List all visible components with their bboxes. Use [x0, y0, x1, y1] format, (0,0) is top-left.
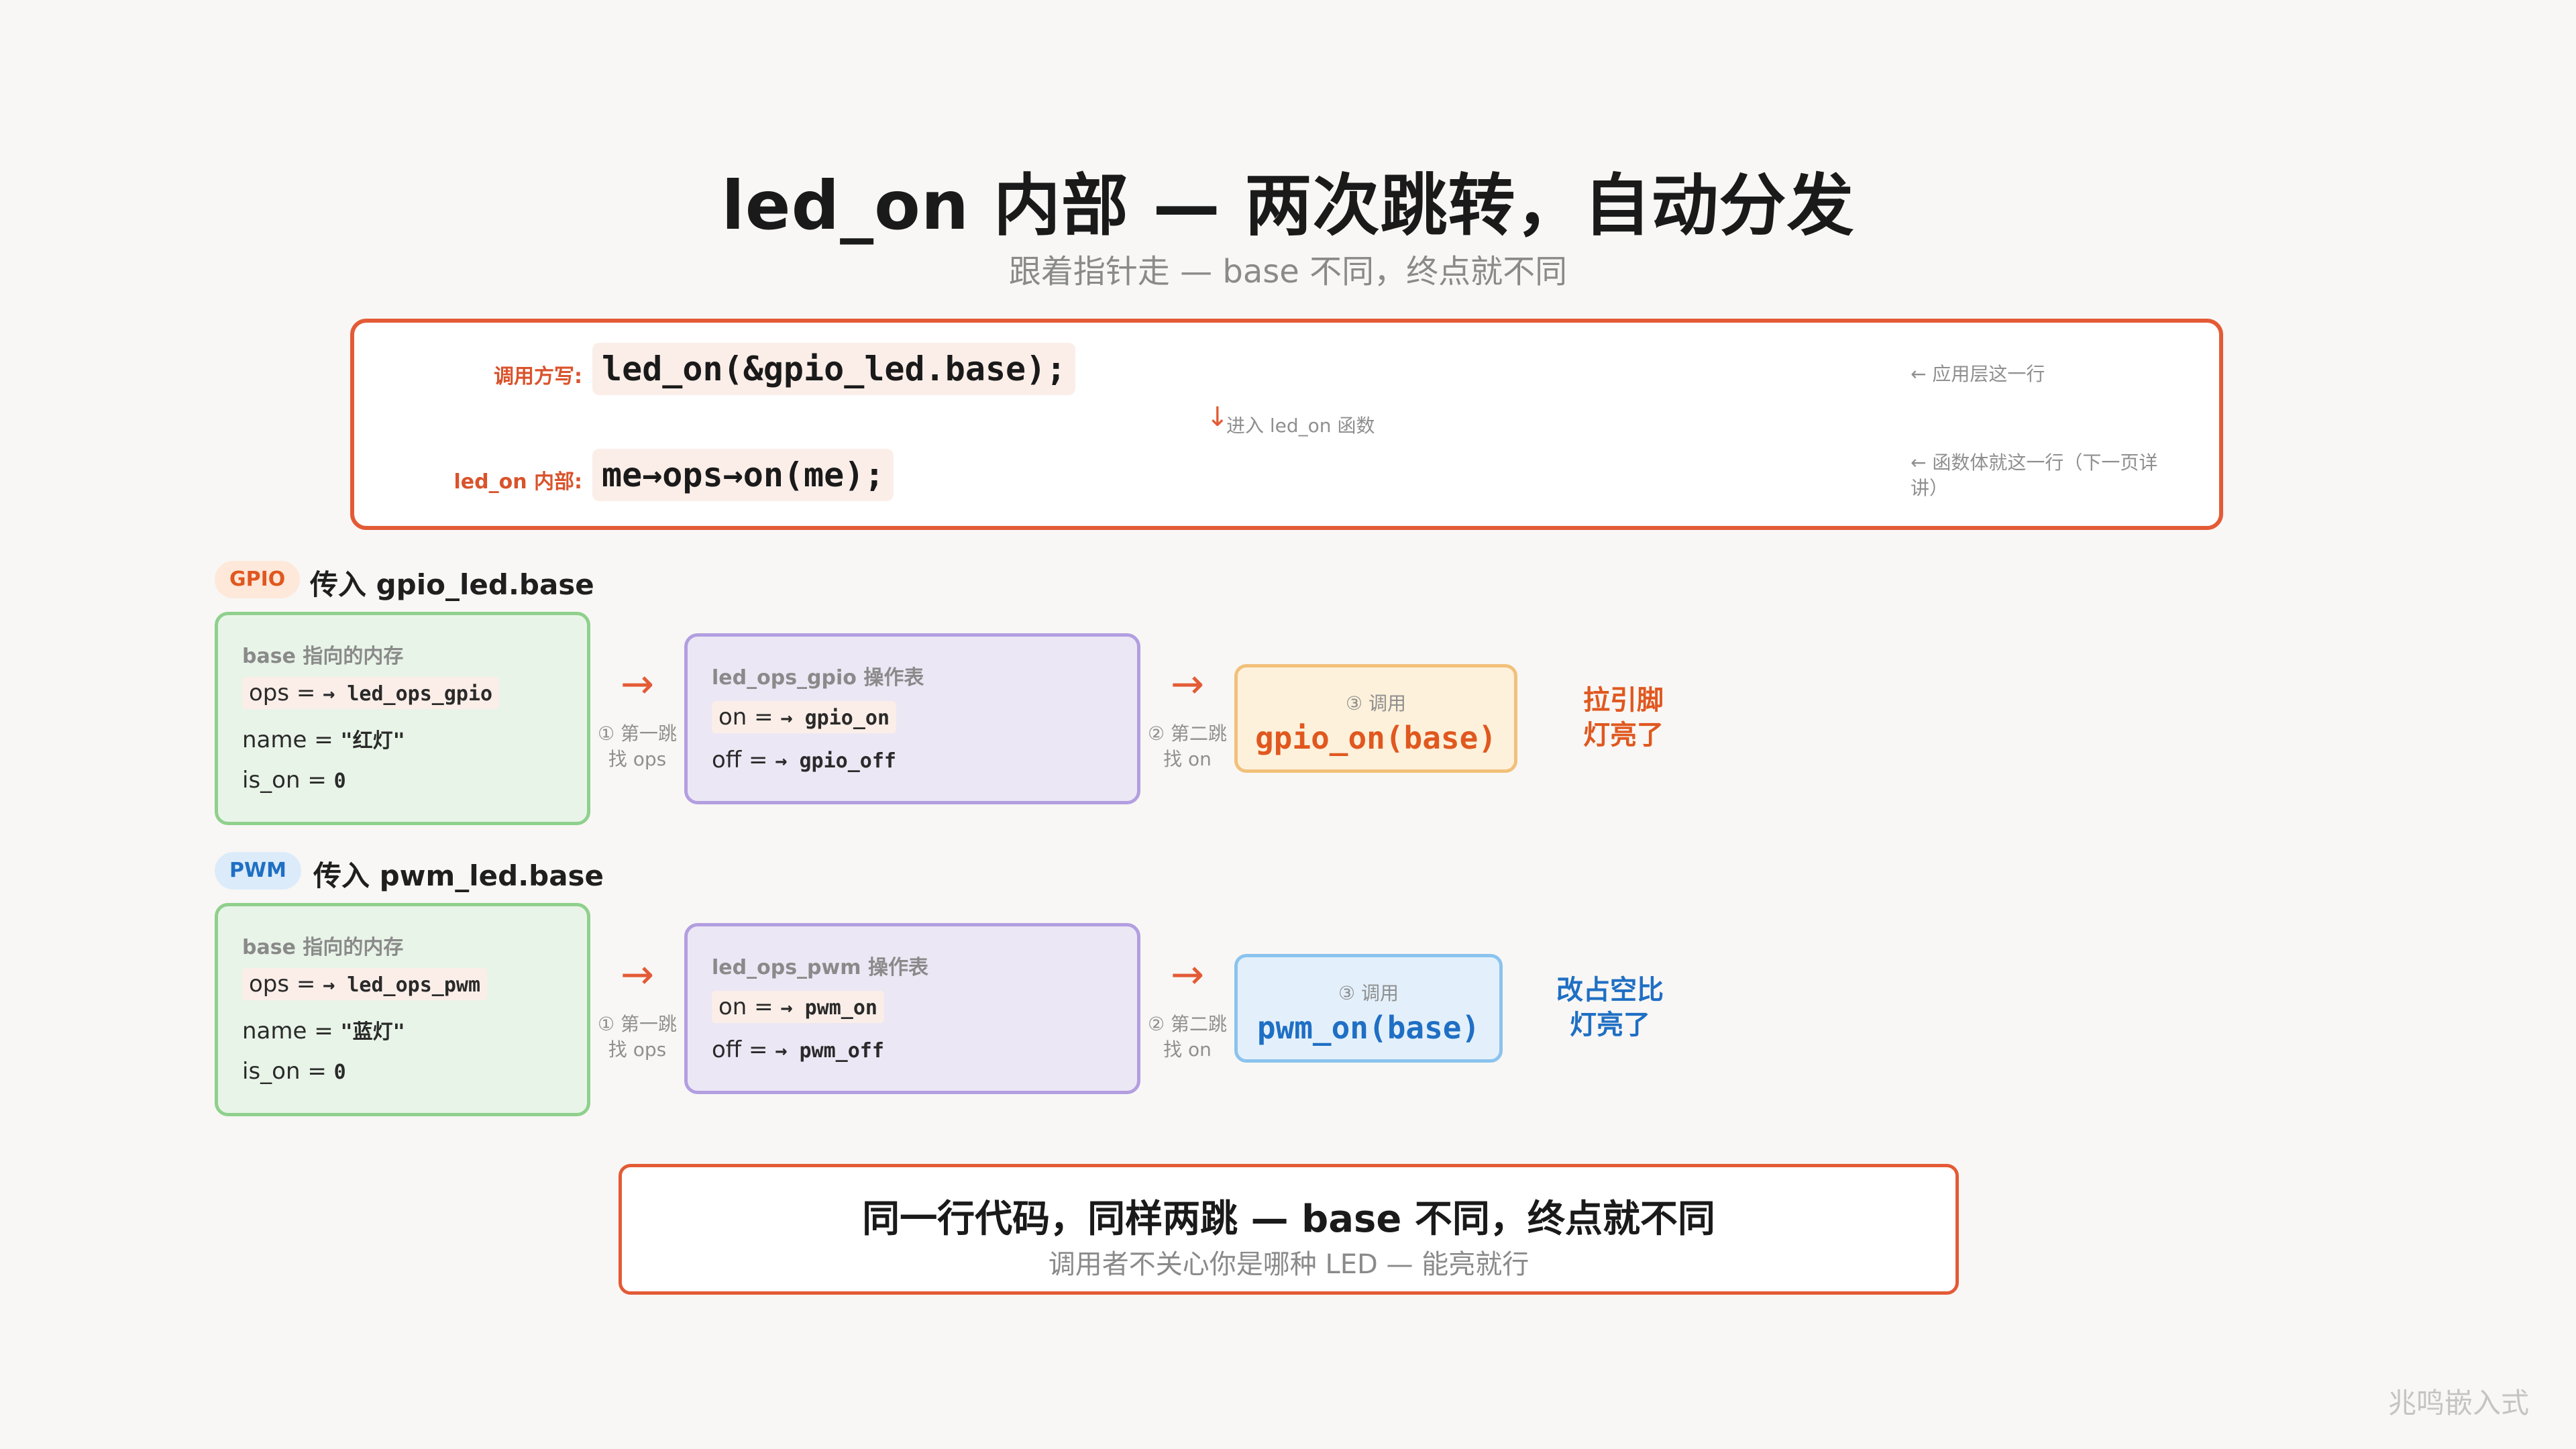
call-tag: ③ 调用	[1345, 692, 1406, 714]
hop1-arrow: →	[620, 951, 655, 998]
hop1-line-2: 找 ops	[608, 1038, 667, 1061]
result-line-1: 改占空比	[1556, 975, 1664, 1006]
watermark: 兆鸣嵌入式	[2387, 1387, 2529, 1419]
summary-main: 同一行代码，同样两跳 — base 不同，终点就不同	[862, 1197, 1715, 1241]
inner-label: led_on 内部:	[453, 470, 582, 494]
mem-field-ops: ops = → led_ops_gpio	[242, 677, 500, 709]
pwm-result: 改占空比 灯亮了	[1543, 973, 1677, 1042]
field-key: is_on =	[242, 767, 334, 794]
gpio-heading: 传入 gpio_led.base	[310, 568, 594, 601]
field-value: → pwm_on	[780, 996, 877, 1020]
pwm-tag: PWM	[215, 852, 301, 890]
hop2-line-1: ② 第二跳	[1147, 1013, 1227, 1035]
page-title: led_on 内部 — 两次跳转，自动分发	[721, 166, 1855, 245]
ops-field-on: on = → pwm_on	[712, 991, 884, 1023]
result-line-1: 拉引脚	[1583, 685, 1664, 716]
hop2-line-1: ② 第二跳	[1147, 722, 1227, 745]
ops-field-on: on = → gpio_on	[712, 701, 897, 733]
field-value: "红灯"	[340, 729, 405, 753]
field-key: is_on =	[242, 1058, 334, 1085]
gpio-memory-box: base 指向的内存 ops = → led_ops_gpio name = "…	[215, 612, 590, 825]
field-key: name =	[242, 1018, 341, 1044]
hop1-label: ① 第一跳 找 ops	[590, 1012, 684, 1063]
hop2-line-2: 找 on	[1163, 748, 1212, 770]
mem-field-is-on: is_on = 0	[242, 1058, 346, 1085]
hop2-arrow: →	[1170, 951, 1205, 998]
hop2-label: ② 第二跳 找 on	[1140, 721, 1234, 772]
call-tag: ③ 调用	[1338, 982, 1399, 1004]
call-note: ← 应用层这一行	[1911, 363, 2045, 385]
field-key: name =	[242, 727, 341, 753]
mem-field-is-on: is_on = 0	[242, 767, 346, 794]
field-value: → led_ops_pwm	[323, 973, 481, 997]
inner-note-line-1: ← 函数体就这一行（下一页详	[1911, 451, 2158, 474]
result-line-2: 灯亮了	[1570, 1010, 1650, 1040]
field-key: on =	[718, 994, 781, 1020]
pwm-ops-table: led_ops_pwm 操作表 on = → pwm_on off = → pw…	[684, 923, 1140, 1094]
summary-sub: 调用者不关心你是哪种 LED — 能亮就行	[1048, 1249, 1529, 1280]
ops-title: led_ops_pwm 操作表	[712, 956, 928, 979]
mem-title: base 指向的内存	[242, 645, 404, 668]
field-value: → pwm_off	[775, 1039, 884, 1063]
result-line-2: 灯亮了	[1583, 720, 1664, 751]
hop1-line-2: 找 ops	[608, 748, 667, 770]
mem-title: base 指向的内存	[242, 936, 404, 959]
inner-note-line-2: 讲）	[1911, 477, 1949, 499]
hop2-line-2: 找 on	[1163, 1038, 1212, 1061]
field-key: ops =	[249, 971, 323, 998]
hop1-label: ① 第一跳 找 ops	[590, 721, 684, 772]
enter-note: 进入 led_on 函数	[1226, 415, 1375, 437]
summary-box: 同一行代码，同样两跳 — base 不同，终点就不同 调用者不关心你是哪种 LE…	[619, 1164, 1959, 1295]
hop1-line-1: ① 第一跳	[597, 722, 677, 745]
field-value: 0	[333, 1061, 346, 1084]
inner-note: ← 函数体就这一行（下一页详 讲）	[1911, 450, 2179, 501]
mem-field-ops: ops = → led_ops_pwm	[242, 968, 488, 1000]
pwm-call-box: ③ 调用 pwm_on(base)	[1234, 954, 1503, 1063]
gpio-ops-table: led_ops_gpio 操作表 on = → gpio_on off = → …	[684, 633, 1140, 804]
call-code: led_on(&gpio_led.base);	[592, 343, 1076, 395]
field-value: → led_ops_gpio	[323, 682, 493, 706]
field-key: on =	[718, 704, 781, 731]
field-key: ops =	[249, 680, 323, 706]
ops-field-off: off = → gpio_off	[712, 747, 896, 773]
ops-field-off: off = → pwm_off	[712, 1036, 884, 1063]
inner-code: me→ops→on(me);	[592, 449, 894, 501]
pwm-heading: 传入 pwm_led.base	[313, 859, 604, 892]
page-subtitle: 跟着指针走 — base 不同，终点就不同	[1008, 253, 1568, 290]
call-function: gpio_on(base)	[1254, 720, 1497, 756]
pwm-memory-box: base 指向的内存 ops = → led_ops_pwm name = "蓝…	[215, 903, 590, 1116]
hop2-arrow: →	[1170, 661, 1205, 708]
enter-arrow: ↓	[1206, 402, 1229, 433]
field-value: → gpio_on	[780, 706, 890, 730]
mem-field-name: name = "蓝灯"	[242, 1015, 405, 1044]
field-value: 0	[333, 769, 346, 793]
mem-field-name: name = "红灯"	[242, 724, 405, 753]
call-label: 调用方写:	[494, 365, 582, 388]
hop1-arrow: →	[620, 661, 655, 708]
field-key: off =	[712, 747, 775, 773]
call-function: pwm_on(base)	[1256, 1010, 1481, 1046]
field-value: "蓝灯"	[340, 1020, 405, 1044]
field-key: off =	[712, 1036, 775, 1063]
ops-title: led_ops_gpio 操作表	[712, 666, 924, 690]
gpio-call-box: ③ 调用 gpio_on(base)	[1234, 664, 1517, 773]
call-box: 调用方写: led_on(&gpio_led.base); ← 应用层这一行 ↓…	[350, 319, 2223, 530]
hop2-label: ② 第二跳 找 on	[1140, 1012, 1234, 1063]
field-value: → gpio_off	[775, 749, 896, 773]
hop1-line-1: ① 第一跳	[597, 1013, 677, 1035]
gpio-tag: GPIO	[215, 561, 301, 598]
gpio-result: 拉引脚 灯亮了	[1563, 683, 1684, 753]
